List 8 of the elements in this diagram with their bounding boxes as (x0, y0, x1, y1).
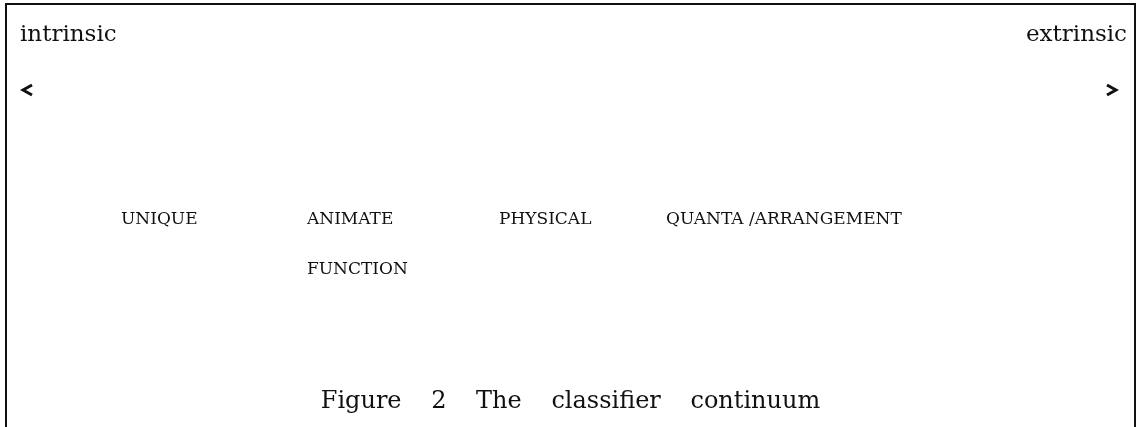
category-label: UNIQUE (121, 210, 198, 227)
scale-end-label: extrinsic (1025, 22, 1127, 45)
figure-caption: Figure 2 The classifier continuum (319, 388, 822, 412)
category-label: FUNCTION (307, 260, 408, 277)
category-label: QUANTA /ARRANGEMENT (666, 210, 902, 227)
scale-end-label: intrinsic (20, 22, 117, 45)
category-label: PHYSICAL (499, 210, 592, 227)
category-label: ANIMATE (307, 210, 394, 227)
